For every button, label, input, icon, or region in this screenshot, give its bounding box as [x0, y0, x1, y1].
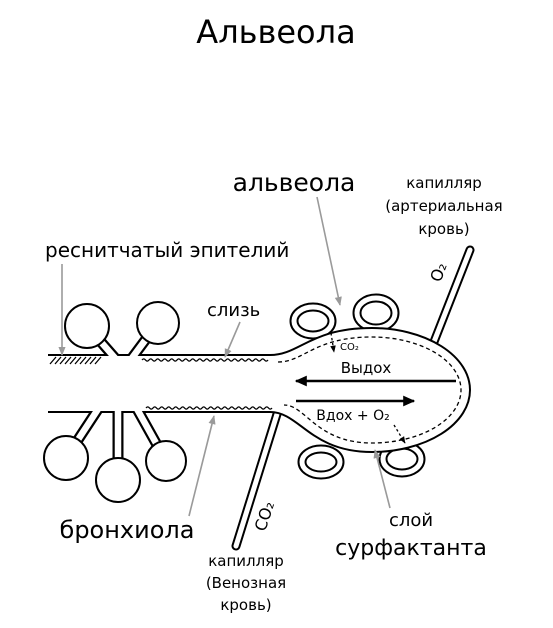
exhale-label: Выдох [341, 359, 392, 377]
venous-capillary-lumen [233, 395, 285, 549]
mucus-pointer [224, 321, 241, 358]
gas-flow [294, 332, 456, 444]
co2-small-label: CO₂ [340, 342, 359, 353]
ciliated-epithelium-label: реснитчатый эпителий [45, 238, 289, 262]
arterial-capillary-label-line2: (артериальная [385, 197, 502, 215]
diagram-title: Альвеола [196, 13, 355, 51]
arterial-capillary-lumen [427, 247, 473, 355]
mucus-layer-top [141, 358, 269, 362]
surfactant-layer [277, 336, 462, 444]
venous-capillary-label-line3: кровь) [220, 596, 271, 614]
alveolus-sac [269, 326, 471, 454]
alveolus-label: альвеола [233, 168, 356, 197]
label-pointers [58, 196, 391, 517]
sac-top-left [64, 303, 110, 349]
venous-capillary-label-line1: капилляр [208, 552, 284, 570]
o2-capillary-label: O₂ [426, 260, 450, 284]
sac-bottom-right [145, 440, 187, 482]
o2-diffusion-arrow [393, 424, 406, 444]
sac-bottom-left [43, 435, 89, 481]
epithelium-hatching [49, 356, 102, 365]
surfactant-pointer [373, 449, 391, 509]
bronchiole-label: бронхиола [60, 516, 195, 544]
mucus-layer-bottom [145, 406, 273, 410]
sac-bottom-middle [95, 457, 141, 503]
arterial-capillary-label-line1: капилляр [406, 174, 482, 192]
alveolus-pointer [316, 196, 342, 306]
inhale-label: Вдох + O₂ [316, 408, 389, 424]
venous-capillary-label-line2: (Венозная [206, 574, 286, 592]
capillary-loop-top-left-lumen [291, 304, 335, 338]
surfactant-label-line2: сурфактанта [335, 536, 487, 561]
sac-top-right [136, 301, 180, 345]
surfactant-label-line1: слой [389, 510, 433, 531]
co2-diffusion-arrow [330, 332, 336, 353]
bronchiole-pointer [188, 415, 216, 517]
terminal-sacs [43, 301, 187, 503]
mucus-label: слизь [207, 300, 260, 321]
capillary-loop-bottom-left-lumen [299, 446, 343, 478]
co2-capillary-label: CO₂ [251, 499, 278, 534]
arterial-capillary-label-line3: кровь) [418, 220, 469, 238]
